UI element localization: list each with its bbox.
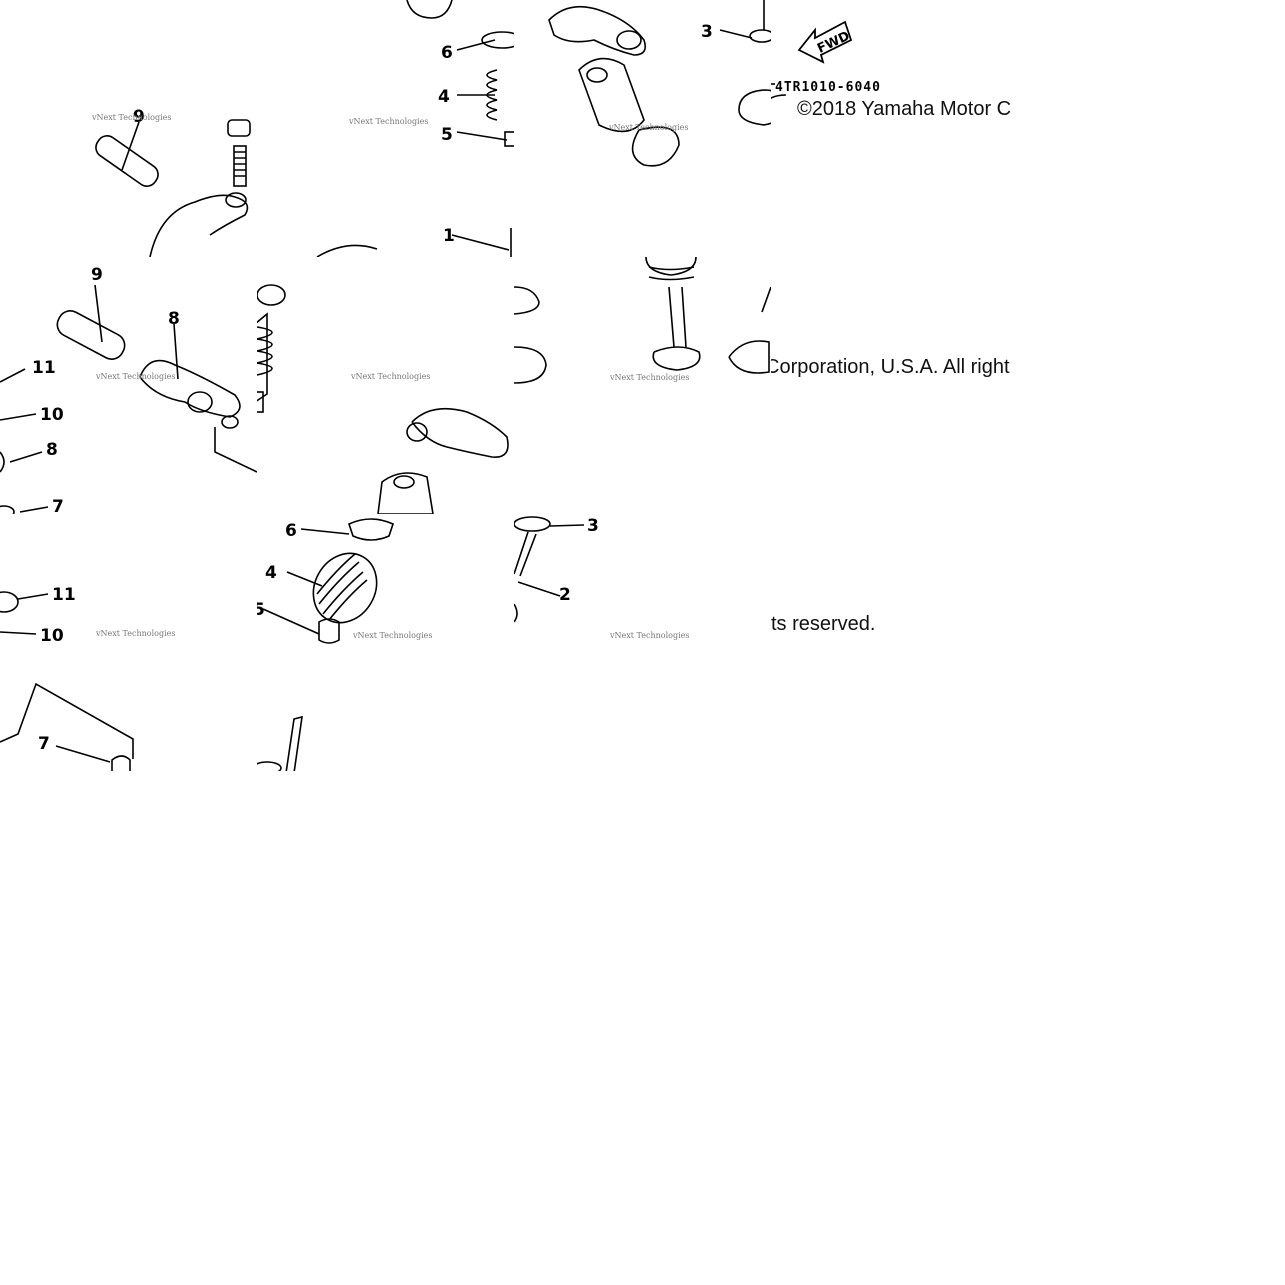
tile-drawing: 6 4 5 vNext Technologies: [257, 518, 432, 771]
watermark-text: vNext Technologies: [609, 373, 689, 382]
watermark-text: vNext Technologies: [348, 117, 428, 126]
valve-seat-part: [514, 286, 540, 315]
tile-drawing: vNext Technologies: [514, 257, 771, 384]
callout-label: 10: [40, 626, 64, 646]
spring-seat-part: [348, 518, 394, 541]
retainer-part: [504, 131, 514, 147]
pin-part: [95, 135, 159, 187]
tile-drawing: FWD: [771, 20, 853, 100]
callout-label: 11: [52, 585, 76, 605]
callout-label: 11: [32, 358, 56, 378]
callout-label: 2: [559, 585, 571, 605]
callout-label: 1: [443, 226, 455, 246]
nut-part: [227, 119, 251, 137]
watermark-text: vNext Technologies: [352, 631, 432, 640]
fwd-arrow-icon: [797, 20, 853, 64]
tile-drawing: 3 vNext Technologies: [548, 0, 771, 167]
valve-part: [738, 89, 771, 126]
callout-label: 7: [52, 497, 64, 514]
watermark-text: vNext Technologies: [91, 113, 171, 122]
adjusting-screw-part: [111, 755, 131, 771]
callout-label: 3: [701, 22, 713, 42]
callout-label: 3: [587, 516, 599, 536]
rocker-edge: [316, 244, 378, 257]
tile-drawing: 6 4 5 1 vNext Technologies: [316, 0, 514, 257]
callout-label: 10: [40, 405, 64, 425]
watermark-text: vNext Technologies: [95, 629, 175, 638]
callout-label: 4: [438, 87, 450, 107]
valve-head-part: [652, 346, 701, 371]
copyright-line-2: Corporation, U.S.A. All right: [771, 356, 1010, 378]
diagram-tile-top-right: FWD 4TR1010-6040 ©2018 Yamaha Motor C: [771, 0, 1028, 257]
rocker-arm-part: [548, 5, 647, 56]
callout-label: 6: [441, 43, 453, 63]
tile-drawing: 3 2 vNext Technologies: [514, 516, 689, 640]
diagram-tile-lower-left: 11 10 7 vNext Technologies: [0, 514, 257, 771]
valve-spring-part: [316, 553, 368, 621]
diagram-tile-top-left: 9 vNext Technologies: [0, 0, 257, 257]
spring-seat-part: [481, 31, 514, 49]
diagram-tile-lower-center-right: 3 2 vNext Technologies: [514, 514, 771, 771]
copyright-line-3: ts reserved.: [771, 613, 876, 635]
diagram-tile-top-center-right: 3 vNext Technologies: [514, 0, 771, 257]
spring-seat-part: [257, 284, 286, 306]
assembly-bracket-line: [0, 682, 134, 759]
watermark-text: vNext Technologies: [608, 123, 688, 132]
tile-drawing: 9 8 11 10 8 7 vNext Technologies: [0, 265, 257, 514]
callout-label: 4: [265, 563, 277, 583]
leader-line: [121, 121, 140, 171]
callout-label: 5: [441, 125, 453, 145]
fwd-label: FWD: [815, 29, 852, 57]
tile-drawing: 11 10 7 vNext Technologies: [0, 585, 175, 771]
callout-label: 9: [91, 265, 103, 285]
diagram-tile-middle-center-right: vNext Technologies: [514, 257, 771, 514]
valve-seal-part: [514, 516, 551, 532]
diagram-tile-top-middle: 6 4 5 1 vNext Technologies: [257, 0, 514, 257]
tappet-part: [377, 472, 434, 514]
diagram-tile-lower-middle: 6 4 5 vNext Technologies: [257, 514, 514, 771]
rocker-arm-part: [411, 407, 509, 458]
rocker-arm-part: [149, 194, 249, 257]
tile-drawing: 9 vNext Technologies: [91, 107, 251, 257]
watermark-text: vNext Technologies: [350, 372, 430, 381]
diagram-reference-code: 4TR1010-6040: [775, 80, 881, 95]
callout-label: 7: [38, 734, 50, 754]
watermark-text: vNext Technologies: [609, 631, 689, 640]
callout-label: 8: [46, 440, 58, 460]
diagram-tile-middle-left: 9 8 11 10 8 7 vNext Technologies: [0, 257, 257, 514]
lock-nut-part: [0, 591, 19, 613]
valve-spring-part: [257, 326, 273, 376]
callout-label: 8: [168, 309, 180, 329]
adjuster-screw-part: [233, 145, 247, 187]
copyright-line-1: ©2018 Yamaha Motor C: [797, 98, 1012, 120]
callout-label: 9: [133, 107, 145, 127]
rocker-arm-part: [139, 359, 241, 418]
valve-spring-part: [645, 257, 697, 276]
watermark-text: vNext Technologies: [95, 372, 175, 381]
pin-part: [56, 310, 126, 360]
diagram-tile-lower-right: ts reserved.: [771, 514, 1028, 771]
tile-drawing: vNext Technologies: [257, 284, 509, 514]
callout-label: 6: [285, 521, 297, 541]
tappet-part: [578, 57, 645, 133]
retainer-part: [318, 618, 340, 644]
valve-part: [728, 340, 770, 374]
diagram-tile-middle-right: Corporation, U.S.A. All right: [771, 257, 1028, 514]
lifter-part: [406, 0, 453, 19]
valve-stem-part: [285, 715, 303, 771]
valve-head-part: [631, 126, 680, 167]
diagram-tile-middle: vNext Technologies: [257, 257, 514, 514]
callout-label: 5: [257, 600, 265, 620]
